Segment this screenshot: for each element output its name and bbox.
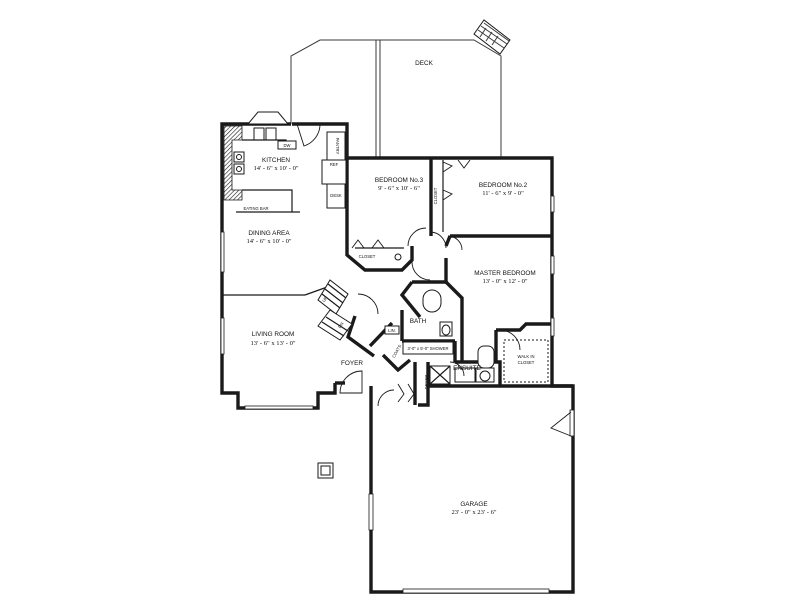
kitchen-fixtures: DW PANTRY REF DESK EATING BAR [223, 111, 347, 213]
master-dims: 13' - 0" x 12' - 0" [482, 278, 527, 285]
garage-name: GARAGE [460, 501, 487, 508]
living-dims: 13' - 6" x 13' - 0" [250, 340, 295, 347]
eating-bar-label: EATING BAR [243, 206, 268, 211]
pantry-label: PANTRY [335, 138, 340, 155]
walk-in-label-2: CLOSET [518, 360, 535, 365]
bedroom2-dims: 11' - 6" x 9' - 0" [482, 190, 524, 197]
closet-label: CLOSET [359, 254, 376, 259]
dryer-label: DRYER [424, 375, 429, 390]
ref-label: REF [330, 162, 339, 167]
bedroom3-dims: 9' - 6" x 10' - 6" [378, 185, 420, 192]
bedroom3-name: BEDROOM No.3 [375, 177, 424, 184]
bath-fixtures: 3'-0" x 5'-0" SHOWER DRYER [402, 289, 495, 390]
exterior-post [317, 462, 334, 479]
kitchen-dims: 14' - 6" x 10' - 0" [253, 165, 298, 172]
shower-label: 3'-0" x 5'-0" SHOWER [407, 346, 448, 351]
stairs-dn-label: DN [337, 321, 345, 329]
master-name: MASTER BEDROOM [474, 270, 535, 277]
deck [290, 19, 511, 157]
bedroom2-name: BEDROOM No.2 [479, 182, 528, 189]
linen-label: LIN. [388, 328, 396, 333]
living-name: LIVING ROOM [252, 331, 295, 338]
ensuite-name: ENSUITE [453, 365, 481, 372]
dining-dims: 14' - 6" x 10' - 0" [246, 238, 291, 245]
room-labels: DECK KITCHEN 14' - 6" x 10' - 0" DINING … [246, 60, 535, 516]
kitchen-name: KITCHEN [262, 157, 290, 164]
dw-label: DW [284, 143, 291, 148]
closet-vertical-label: CLOSET [433, 187, 438, 204]
deck-name: DECK [415, 60, 433, 67]
bath-name: BATH [410, 318, 427, 325]
coats-label: COATS [391, 344, 402, 359]
desk-label: DESK [330, 193, 342, 198]
interior-walls [222, 158, 552, 405]
walk-in-label-1: WALK IN [517, 354, 534, 359]
garage-dims: 23' - 0" x 23' - 6" [451, 509, 496, 516]
walk-in-closet: WALK IN CLOSET [499, 329, 549, 383]
dining-name: DINING AREA [248, 230, 290, 237]
stairs-up-label: UP [321, 295, 329, 303]
garage-details [368, 409, 575, 594]
foyer-name: FOYER [341, 360, 363, 367]
deck-stairs [473, 19, 511, 55]
stairs: UP DN LIN. COATS [317, 279, 415, 407]
bedroom-fixtures: CLOSET CLOSET [220, 159, 555, 410]
